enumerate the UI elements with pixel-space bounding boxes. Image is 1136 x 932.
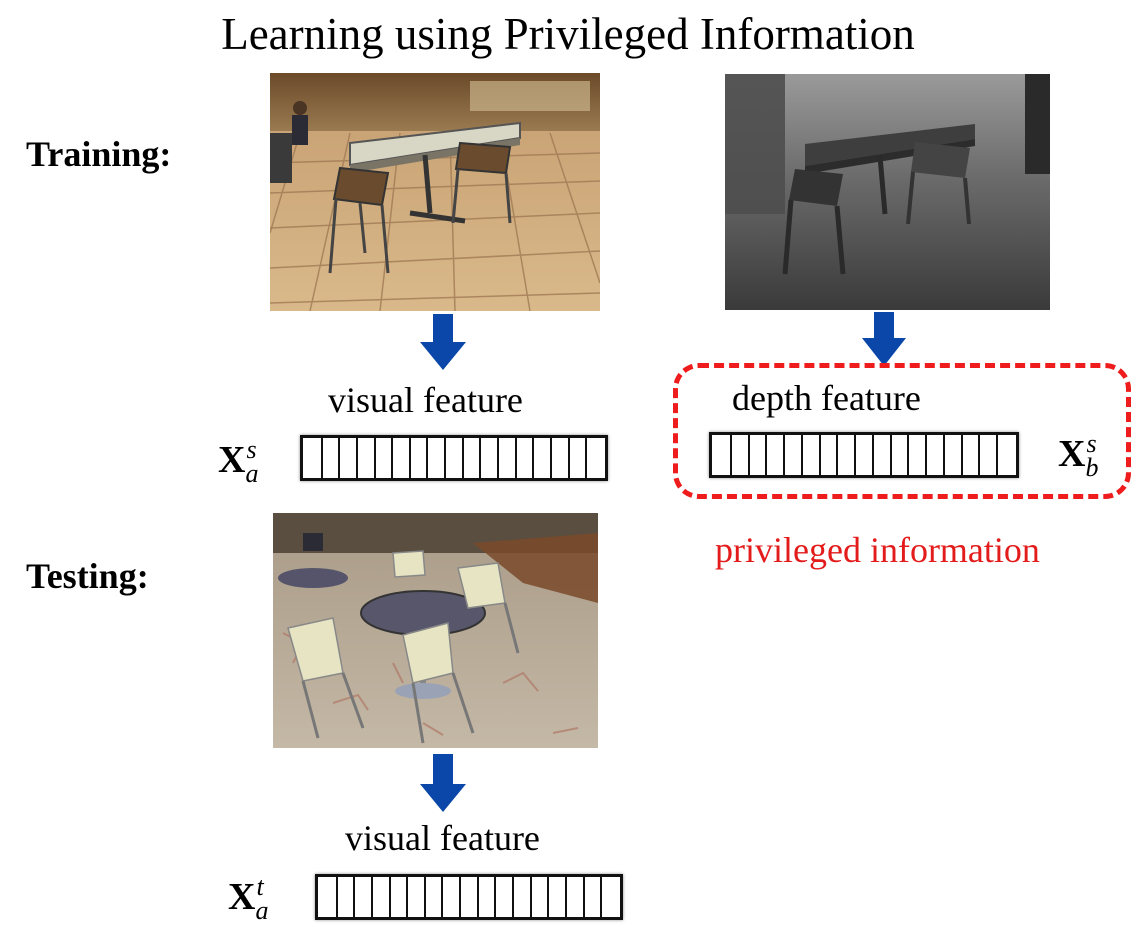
feature-vector-cell bbox=[963, 435, 981, 475]
feature-vector-cell bbox=[338, 877, 356, 917]
testing-rgb-image bbox=[273, 513, 598, 748]
feature-vector-cell bbox=[514, 877, 532, 917]
variable-subscript: a bbox=[245, 459, 259, 488]
feature-vector-cell bbox=[585, 877, 603, 917]
feature-vector-cell bbox=[874, 435, 892, 475]
feature-vector-cell bbox=[945, 435, 963, 475]
feature-vector-cell bbox=[838, 435, 857, 475]
depth-feature-label: depth feature bbox=[732, 378, 921, 418]
training-rgb-image bbox=[270, 73, 600, 311]
feature-vector-cell bbox=[376, 438, 394, 478]
feature-vector-cell bbox=[391, 877, 409, 917]
feature-vector-cell bbox=[803, 435, 821, 475]
feature-vector-cell bbox=[750, 435, 768, 475]
testing-label: Testing: bbox=[26, 556, 149, 596]
feature-vector-cell bbox=[534, 438, 552, 478]
feature-vector-cell bbox=[481, 438, 500, 478]
training-visual-arrow-icon bbox=[420, 314, 466, 370]
variable-superscript: t bbox=[256, 872, 264, 901]
feature-vector-cell bbox=[821, 435, 839, 475]
feature-vector-cell bbox=[602, 877, 618, 917]
diagram-title: Learning using Privileged Information bbox=[221, 9, 915, 59]
feature-vector-cell bbox=[408, 877, 426, 917]
feature-vector-cell bbox=[464, 438, 482, 478]
feature-vector-cell bbox=[767, 435, 786, 475]
feature-vector-cell bbox=[892, 435, 910, 475]
variable-superscript: s bbox=[1086, 429, 1097, 458]
feature-vector-cell bbox=[714, 435, 732, 475]
variable-base: X bbox=[218, 439, 246, 481]
feature-vector-cell bbox=[479, 877, 497, 917]
testing-visual-feature-vector bbox=[315, 874, 623, 920]
feature-vector-cell bbox=[856, 435, 874, 475]
feature-vector-cell bbox=[323, 438, 341, 478]
training-depth-arrow-icon bbox=[862, 312, 906, 366]
feature-vector-cell bbox=[358, 438, 376, 478]
training-visual-feature-label: visual feature bbox=[328, 380, 523, 420]
feature-vector-cell bbox=[355, 877, 373, 917]
feature-vector-cell bbox=[428, 438, 447, 478]
feature-vector-cell bbox=[927, 435, 945, 475]
feature-vector-cell bbox=[340, 438, 358, 478]
feature-vector-cell bbox=[373, 877, 391, 917]
testing-visual-arrow-icon bbox=[420, 754, 466, 812]
feature-vector-cell bbox=[732, 435, 750, 475]
feature-vector-cell bbox=[998, 435, 1014, 475]
variable-subscript: a bbox=[255, 896, 269, 925]
feature-vector-cell bbox=[587, 438, 603, 478]
depth-variable: Xbs bbox=[1058, 429, 1099, 482]
training-visual-variable: Xas bbox=[218, 435, 259, 488]
feature-vector-cell bbox=[570, 438, 588, 478]
feature-vector-cell bbox=[980, 435, 999, 475]
privileged-information-box bbox=[673, 363, 1131, 499]
training-depth-image bbox=[725, 74, 1050, 310]
feature-vector-cell bbox=[499, 438, 517, 478]
feature-vector-cell bbox=[461, 877, 479, 917]
feature-vector-cell bbox=[567, 877, 585, 917]
variable-base: X bbox=[228, 876, 256, 918]
feature-vector-cell bbox=[785, 435, 803, 475]
feature-vector-cell bbox=[532, 877, 550, 917]
feature-vector-cell bbox=[496, 877, 515, 917]
feature-vector-cell bbox=[305, 438, 323, 478]
feature-vector-cell bbox=[446, 438, 464, 478]
variable-base: X bbox=[1058, 433, 1086, 475]
feature-vector-cell bbox=[517, 438, 535, 478]
testing-visual-variable: Xat bbox=[228, 872, 268, 925]
feature-vector-cell bbox=[909, 435, 928, 475]
feature-vector-cell bbox=[320, 877, 338, 917]
variable-subscript: b bbox=[1085, 453, 1099, 482]
depth-feature-vector bbox=[709, 432, 1019, 478]
feature-vector-cell bbox=[552, 438, 570, 478]
feature-vector-cell bbox=[393, 438, 411, 478]
training-visual-feature-vector bbox=[300, 435, 608, 481]
privileged-information-label: privileged information bbox=[715, 530, 1040, 570]
feature-vector-cell bbox=[411, 438, 429, 478]
feature-vector-cell bbox=[443, 877, 462, 917]
feature-vector-cell bbox=[549, 877, 567, 917]
training-label: Training: bbox=[26, 134, 172, 174]
variable-superscript: s bbox=[246, 435, 257, 464]
testing-visual-feature-label: visual feature bbox=[345, 818, 540, 858]
feature-vector-cell bbox=[426, 877, 444, 917]
